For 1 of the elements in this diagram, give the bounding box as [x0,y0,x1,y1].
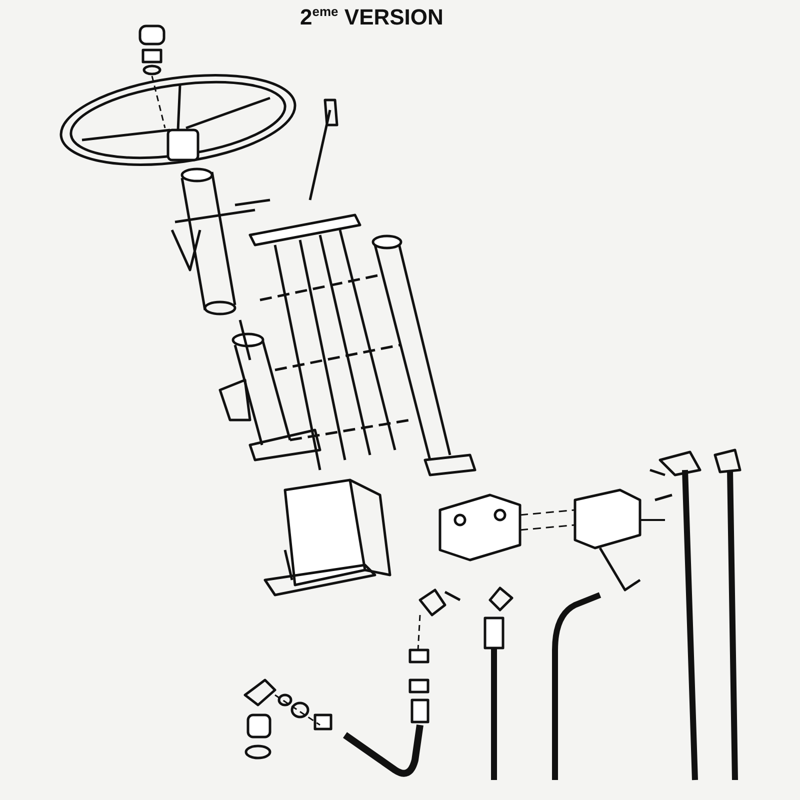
title: 2$^{eme}$ VERSION [300,4,444,30]
